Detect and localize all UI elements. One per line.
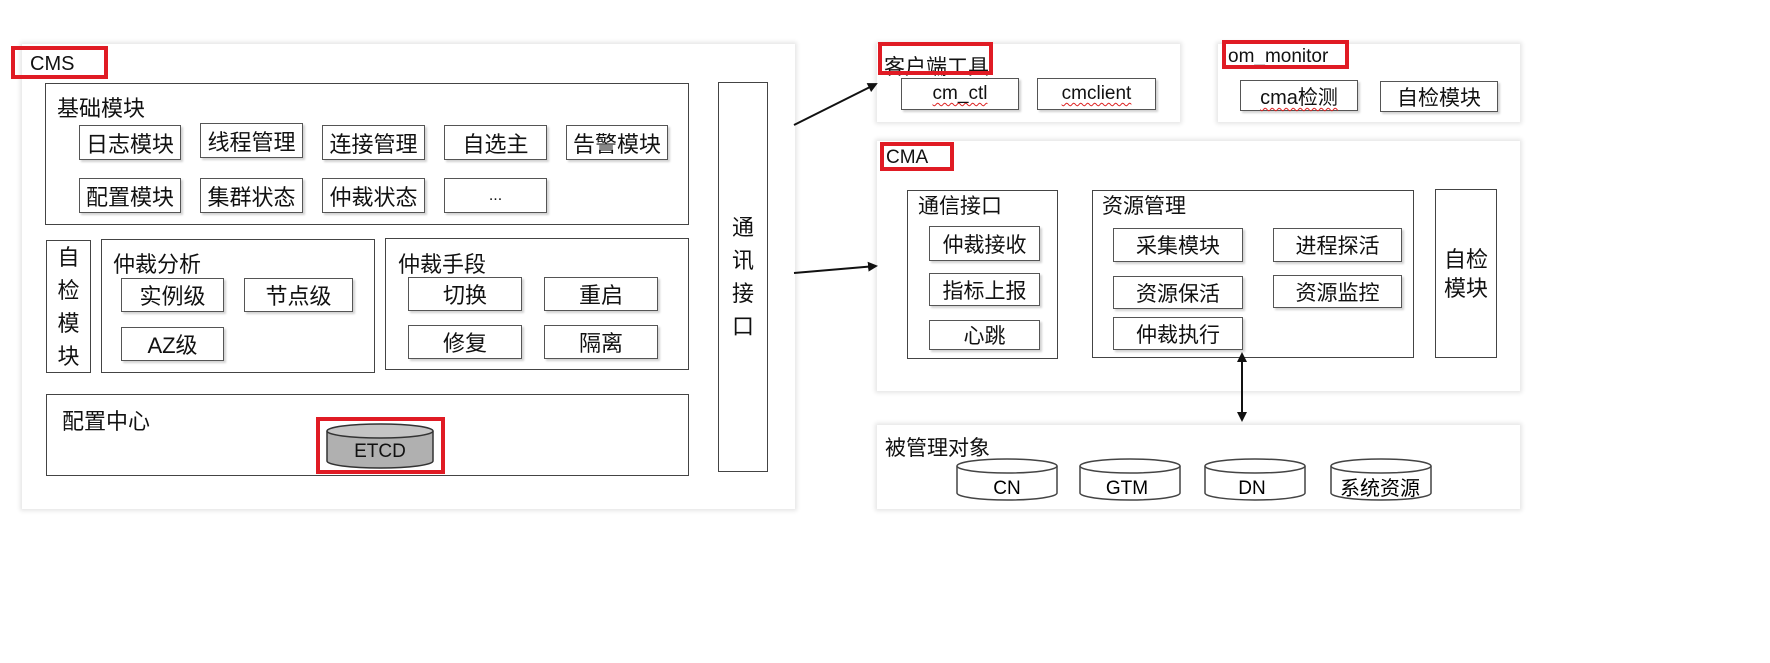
module-cluster-status: 集群状态 [200,178,303,213]
module-log: 日志模块 [79,125,181,160]
config-center-title: 配置中心 [62,409,151,434]
module-arbitration-status: 仲裁状态 [322,178,425,213]
analysis-az-level: AZ级 [121,327,224,361]
cma-metric-report: 指标上报 [929,273,1040,306]
cma-highlight [880,142,954,171]
module-thread-mgmt: 线程管理 [200,123,303,158]
client-tool-cm-ctl: cm_ctl [901,78,1019,110]
res-keepalive: 资源保活 [1113,276,1243,309]
cylinder-gtm: GTM [1079,458,1181,501]
cylinder-cn-label: CN [993,478,1020,499]
basic-modules-title: 基础模块 [57,96,146,121]
res-arbitration-exec: 仲裁执行 [1113,317,1243,350]
cms-highlight [11,46,108,79]
means-isolate: 隔离 [544,325,658,359]
arrow-to-client-tools [793,83,878,126]
client-tool-cmclient: cmclient [1037,78,1156,110]
res-collect-module: 采集模块 [1113,228,1243,262]
cylinder-system-resources: 系统资源 [1330,458,1432,501]
arbitration-analysis-title: 仲裁分析 [113,252,202,277]
means-repair: 修复 [408,325,522,359]
om-self-check: 自检模块 [1380,81,1498,112]
om-monitor-title: om_monitor [1228,46,1329,67]
module-connection-mgmt: 连接管理 [322,125,425,160]
cma-self-check-box [1435,189,1497,358]
cms-self-check-label: 自检模块 [57,244,80,369]
module-ellipsis: ... [444,178,547,213]
resource-mgmt-title: 资源管理 [1102,195,1186,218]
cylinder-dn: DN [1204,458,1306,501]
arrow-to-cma [793,261,878,274]
cms-self-check-box [46,240,91,373]
cylinder-system-resources-label: 系统资源 [1340,477,1420,500]
managed-objects-title: 被管理对象 [885,437,990,460]
cylinder-cn: CN [956,458,1058,501]
module-config: 配置模块 [79,178,181,213]
means-switchover: 切换 [408,277,522,311]
etcd-cylinder: ETCD [326,423,434,469]
cma-comm-interface-title: 通信接口 [918,195,1002,218]
client-tools-highlight [878,42,993,75]
analysis-node-level: 节点级 [244,278,353,312]
means-restart: 重启 [544,277,658,311]
om-cma-check: cma检测 [1240,80,1358,111]
cms-comm-interface-box [718,82,768,472]
analysis-instance-level: 实例级 [121,278,224,312]
module-alarm: 告警模块 [566,125,668,160]
etcd-highlight [316,417,445,474]
om-monitor-highlight [1222,40,1349,69]
arbitration-means-title: 仲裁手段 [398,252,487,277]
etcd-label: ETCD [354,441,406,462]
cms-label: CMS [30,53,75,75]
cylinder-dn-label: DN [1238,478,1265,499]
cma-self-check-label: 自检模块 [1443,246,1488,301]
module-self-elect: 自选主 [444,125,547,160]
cylinder-gtm-label: GTM [1106,478,1148,499]
cma-label: CMA [886,147,929,168]
res-monitor: 资源监控 [1273,275,1402,308]
res-process-probe: 进程探活 [1273,228,1402,262]
cma-heartbeat: 心跳 [929,320,1040,350]
cma-arbitration-receive: 仲裁接收 [929,226,1040,261]
cms-comm-interface-label: 通讯接口 [731,215,754,339]
